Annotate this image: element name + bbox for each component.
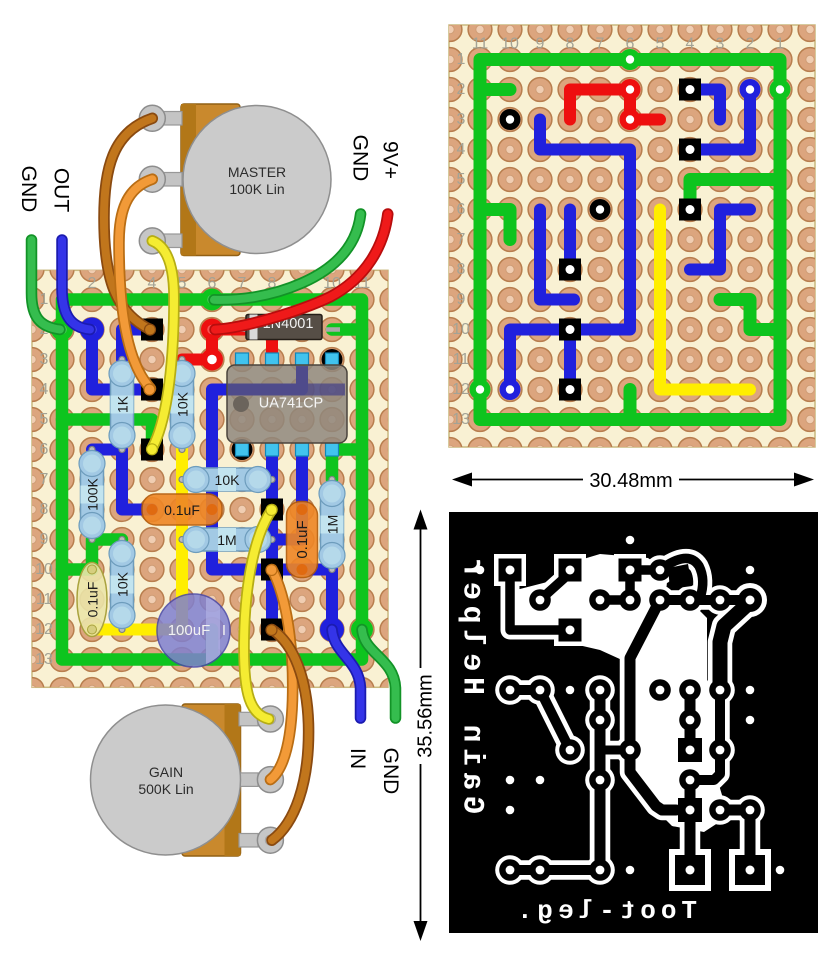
svg-text:0.1uF: 0.1uF (294, 520, 311, 558)
svg-text:0.1uF: 0.1uF (164, 502, 200, 518)
svg-text:11: 11 (36, 591, 53, 608)
svg-text:7: 7 (238, 275, 247, 292)
svg-text:100K Lin: 100K Lin (229, 181, 284, 197)
svg-text:I: I (222, 622, 226, 639)
svg-text:1: 1 (40, 291, 49, 308)
svg-text:GAIN: GAIN (149, 764, 183, 780)
svg-text:IN: IN (346, 748, 369, 769)
svg-text:10: 10 (452, 321, 470, 338)
svg-text:9: 9 (40, 531, 49, 548)
svg-text:11: 11 (472, 36, 489, 53)
svg-text:5: 5 (178, 275, 187, 292)
svg-text:10: 10 (35, 561, 53, 578)
svg-text:5: 5 (40, 411, 49, 428)
svg-text:10K: 10K (115, 571, 131, 597)
svg-text:4: 4 (40, 381, 49, 398)
svg-text:1M: 1M (217, 532, 236, 548)
svg-text:OUT: OUT (50, 168, 73, 213)
svg-text:Gain Helper: Gain Helper (455, 558, 489, 814)
svg-text:2: 2 (457, 81, 466, 98)
svg-text:8: 8 (40, 501, 49, 518)
svg-text:12: 12 (452, 381, 470, 398)
svg-text:100uF: 100uF (168, 622, 211, 639)
svg-text:2: 2 (746, 36, 755, 53)
svg-text:13: 13 (35, 651, 53, 668)
svg-text:Toot-leg.: Toot-leg. (517, 896, 697, 926)
svg-text:10K: 10K (175, 391, 191, 417)
svg-text:3: 3 (716, 36, 725, 53)
svg-text:0.1uF: 0.1uF (85, 582, 101, 618)
svg-text:7: 7 (457, 231, 466, 248)
svg-text:1K: 1K (115, 395, 131, 413)
svg-text:1: 1 (457, 51, 466, 68)
svg-text:100K: 100K (85, 477, 101, 510)
svg-text:8: 8 (268, 275, 277, 292)
svg-text:4: 4 (686, 36, 695, 53)
svg-text:9: 9 (457, 291, 466, 308)
svg-text:UA741CP: UA741CP (259, 396, 323, 412)
svg-text:6: 6 (208, 275, 217, 292)
svg-text:MASTER: MASTER (228, 164, 286, 180)
svg-text:500K Lin: 500K Lin (138, 781, 193, 797)
svg-text:1: 1 (776, 36, 785, 53)
svg-text:35.56mm: 35.56mm (415, 674, 437, 757)
svg-text:2: 2 (88, 275, 97, 292)
svg-text:30.48mm: 30.48mm (589, 470, 672, 492)
svg-text:5: 5 (656, 36, 665, 53)
svg-text:GND: GND (379, 748, 402, 795)
svg-text:5: 5 (457, 171, 466, 188)
svg-text:10: 10 (501, 36, 519, 53)
svg-text:3: 3 (40, 351, 49, 368)
svg-text:12: 12 (35, 621, 53, 638)
svg-text:8: 8 (457, 261, 466, 278)
svg-text:4: 4 (148, 275, 157, 292)
svg-text:6: 6 (457, 201, 466, 218)
svg-text:3: 3 (457, 111, 466, 128)
svg-text:6: 6 (40, 441, 49, 458)
svg-text:GND: GND (349, 135, 372, 182)
svg-text:9V+: 9V+ (379, 141, 402, 179)
svg-text:13: 13 (452, 411, 470, 428)
svg-text:GND: GND (17, 166, 40, 213)
svg-text:7: 7 (596, 36, 605, 53)
svg-text:11: 11 (453, 351, 470, 368)
svg-text:7: 7 (40, 471, 49, 488)
svg-text:9: 9 (536, 36, 545, 53)
svg-text:1M: 1M (325, 515, 341, 534)
svg-text:6: 6 (626, 36, 635, 53)
svg-text:4: 4 (457, 141, 466, 158)
svg-text:10K: 10K (215, 472, 241, 488)
svg-text:8: 8 (566, 36, 575, 53)
